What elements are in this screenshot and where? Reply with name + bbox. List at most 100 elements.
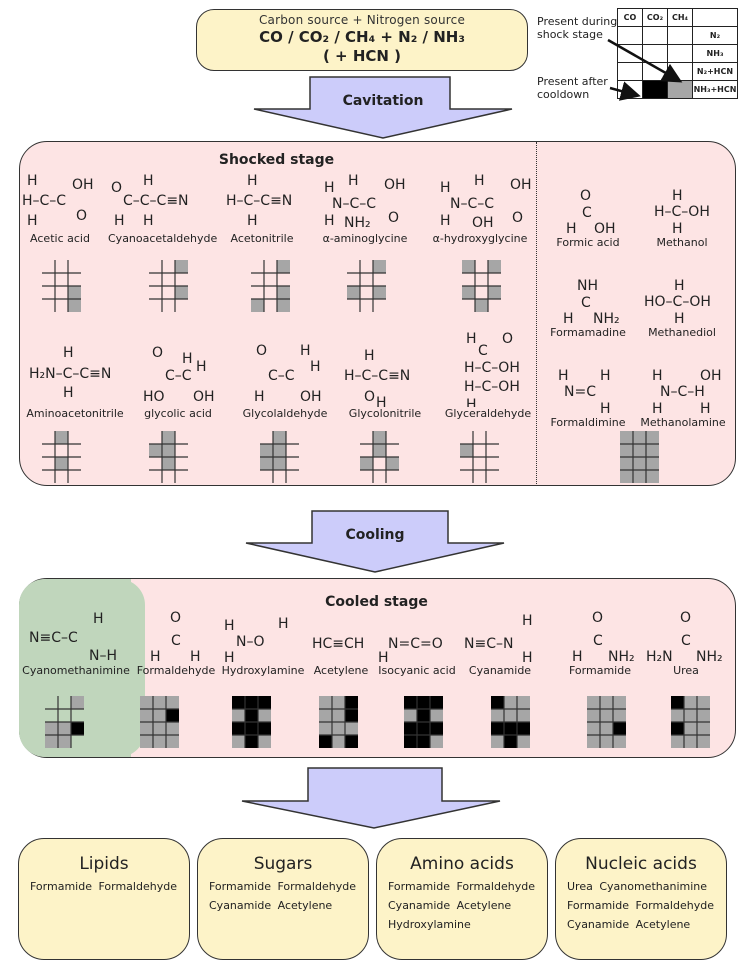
- molecule-name: Formaldimine: [550, 416, 626, 429]
- cell-shock: [612, 709, 626, 722]
- svg-text:N–C–H: N–C–H: [660, 384, 705, 400]
- cell-shock: [683, 735, 697, 748]
- cell-shock: [272, 431, 286, 444]
- cell-shock: [57, 735, 71, 748]
- cooling-arrow: Cooling: [244, 510, 506, 573]
- cell-cooled: [244, 735, 258, 748]
- svg-text:HO: HO: [143, 389, 165, 405]
- svg-text:H–C–C: H–C–C: [22, 193, 66, 209]
- composition-grid: [490, 695, 531, 749]
- svg-text:O: O: [170, 610, 181, 626]
- svg-text:H: H: [572, 649, 583, 664]
- product-title: Sugars: [253, 854, 313, 874]
- cell-shock: [272, 457, 286, 470]
- composition-grid: [670, 695, 711, 749]
- svg-text:OH: OH: [510, 177, 532, 193]
- cell-shock: [632, 431, 646, 444]
- cell-cooled: [403, 735, 417, 748]
- cell-shock: [70, 696, 84, 709]
- cell-shock: [152, 735, 166, 748]
- cell-cooled: [503, 735, 517, 748]
- svg-text:O: O: [592, 610, 603, 626]
- composition-grid: [403, 695, 444, 749]
- cell-shock: [487, 260, 501, 273]
- cell-shock: [161, 431, 175, 444]
- methanediol-structure: HHO–C–OHH: [644, 278, 711, 326]
- cell-cooled: [490, 696, 504, 709]
- cell-shock: [272, 444, 286, 457]
- svg-text:H: H: [440, 213, 451, 229]
- product-title: Nucleic acids: [585, 854, 697, 874]
- cell-cooled: [416, 722, 430, 735]
- svg-text:N≡C–C: N≡C–C: [29, 630, 78, 646]
- cell-shock: [331, 709, 345, 722]
- cell-shock: [385, 457, 399, 470]
- shocked-divider: [536, 142, 537, 484]
- cell-shock: [257, 709, 271, 722]
- cell-shock: [619, 431, 633, 444]
- cell-shock: [429, 709, 443, 722]
- molecule-name: α-hydroxyglycine: [432, 232, 528, 245]
- svg-text:H: H: [600, 401, 611, 416]
- cell-cooled: [403, 722, 417, 735]
- svg-text:H: H: [376, 395, 387, 407]
- composition-grid: [148, 430, 189, 484]
- svg-text:N=C: N=C: [564, 384, 596, 400]
- svg-text:H: H: [652, 401, 663, 416]
- cell-cooled: [244, 696, 258, 709]
- cavitation-arrow: Cavitation: [252, 76, 514, 139]
- svg-text:H: H: [558, 368, 569, 384]
- cell-shock: [461, 260, 475, 273]
- svg-text:C: C: [478, 343, 488, 359]
- product-line: Hydroxylamine: [388, 918, 471, 931]
- cell-shock: [474, 299, 488, 312]
- svg-text:C–C: C–C: [268, 368, 295, 384]
- svg-text:H: H: [143, 173, 154, 189]
- svg-text:H: H: [600, 368, 611, 384]
- cell-shock: [259, 457, 273, 470]
- svg-text:O: O: [76, 208, 87, 224]
- source-formulas: CO / CO₂ / CH₄ + N₂ / NH₃: [259, 28, 465, 46]
- cell-shock: [599, 709, 613, 722]
- cell-shock: [276, 260, 290, 273]
- cell-shock: [139, 696, 153, 709]
- cell-shock: [632, 444, 646, 457]
- cell-shock: [586, 696, 600, 709]
- molecule-name: Glycolaldehyde: [242, 407, 328, 420]
- svg-text:NH₂: NH₂: [608, 649, 635, 664]
- methanol-structure: HH–C–OHH: [654, 188, 710, 236]
- svg-text:N–H: N–H: [89, 648, 117, 664]
- svg-text:C–C: C–C: [165, 368, 192, 384]
- svg-text:H: H: [674, 311, 685, 326]
- composition-grid: [250, 259, 291, 313]
- cell-cooled: [503, 722, 517, 735]
- cell-shock: [503, 709, 517, 722]
- cell-shock: [276, 286, 290, 299]
- cell-shock: [586, 709, 600, 722]
- source-hcn: ( + HCN ): [322, 47, 402, 65]
- cell-shock: [459, 444, 473, 457]
- legend-arrows: [607, 38, 683, 101]
- cell-cooled: [416, 709, 430, 722]
- svg-text:H–C–C≡N: H–C–C≡N: [344, 368, 410, 384]
- cell-shock: [372, 444, 386, 457]
- product-line: Formamide Formaldehyde: [388, 880, 535, 893]
- product-title: Lipids: [79, 854, 129, 874]
- cell-cooled: [244, 709, 258, 722]
- svg-text:O: O: [111, 180, 122, 196]
- svg-text:OH: OH: [472, 215, 494, 231]
- cell-shock: [516, 735, 530, 748]
- cell-shock: [276, 299, 290, 312]
